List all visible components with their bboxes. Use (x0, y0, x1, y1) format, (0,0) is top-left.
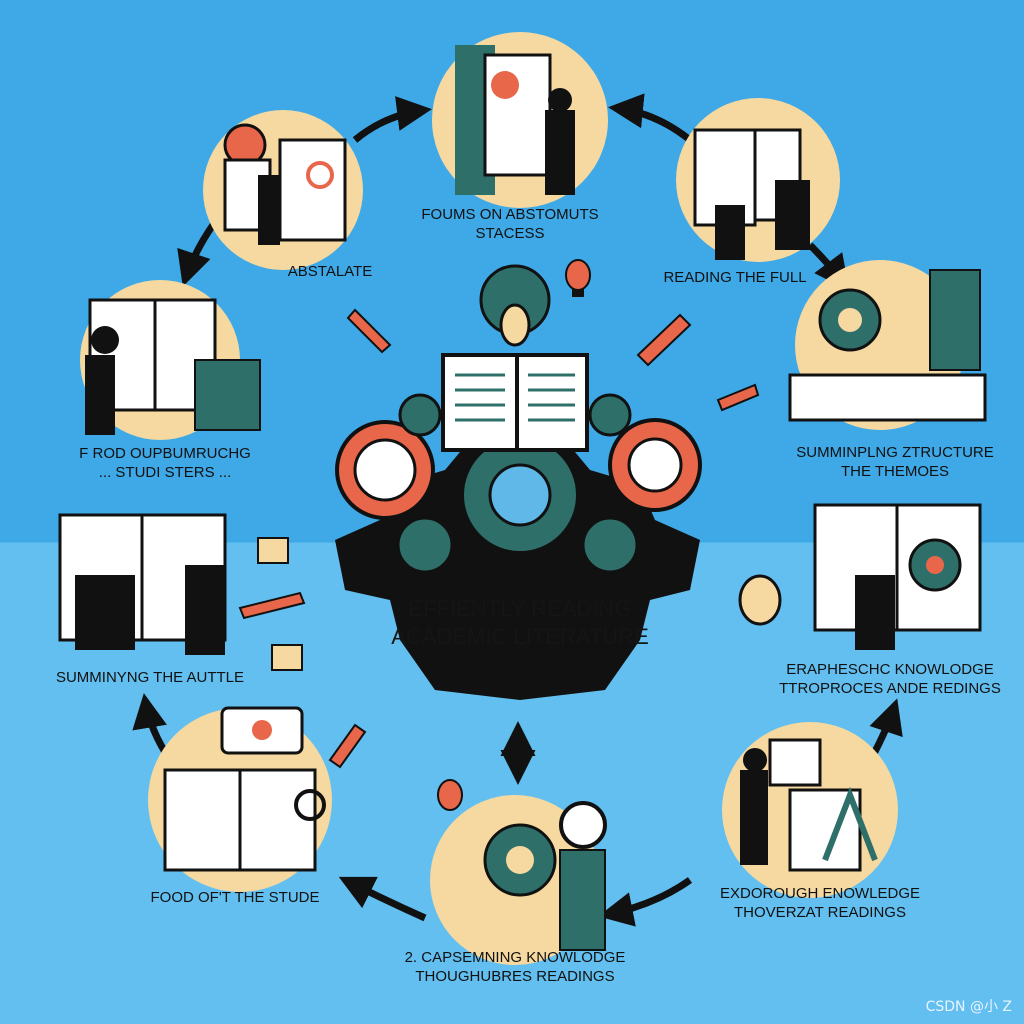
arrow-bottomright-to-bottom (605, 880, 690, 915)
pencil-icon (240, 593, 304, 618)
step-top-left-label: ABSTALATE (270, 262, 390, 281)
step-right-label: SUMMINPLNG ZTRUCTURE THE THEMOES (795, 443, 995, 481)
step-bottom-right-line1: EXDOROUGH ENOWLEDGE (720, 885, 920, 902)
center-title-line2: ACADEMIC LITERATURE (391, 624, 649, 649)
step-right-line2: THE THEMOES (841, 463, 949, 480)
arrow-topright-to-top (615, 108, 690, 140)
center-title-line1: EFFIENTLY READING (409, 596, 632, 621)
step-bottom-line1: 2. CAPSEMNING KNOWLODGE (405, 949, 626, 966)
step-lower-right-illustration (740, 505, 980, 650)
step-lower-left-illustration (60, 515, 302, 670)
step-top-left-line1: ABSTALATE (288, 263, 372, 280)
step-top-right-line1: READING THE FULL (663, 269, 806, 286)
step-lower-right-line1: ERAPHESCHC KNOWLODGE (786, 661, 994, 678)
pencil-icon (718, 385, 758, 410)
step-top-line1: FOUMS ON ABSTOMUTS (421, 206, 598, 223)
step-left-illustration (80, 280, 260, 440)
step-bottom-right-illustration (722, 722, 898, 898)
watermark: CSDN @小 Z (926, 996, 1012, 1016)
top-gear-bulb-icon (481, 266, 549, 345)
step-left-line2: ... STUDI STERS ... (99, 464, 232, 481)
step-top-right-label: READING THE FULL (655, 268, 815, 287)
step-bottom-line2: THOUGHUBRES READINGS (415, 968, 614, 985)
pencil-icon (638, 315, 690, 365)
small-gear-left-icon (398, 518, 452, 572)
pencil-icon (348, 310, 390, 352)
step-lower-left-line1: SUMMINYNG THE AUTTLE (56, 669, 244, 686)
step-top-label: FOUMS ON ABSTOMUTS STACESS (420, 205, 600, 243)
step-bottom-left-illustration (148, 708, 332, 892)
step-right-illustration (790, 260, 985, 430)
small-gear-topleft-icon (400, 395, 440, 435)
lightbulb-icon (566, 260, 590, 297)
step-bottom-illustration (430, 780, 605, 965)
center-title: EFFIENTLY READING ACADEMIC LITERATURE (390, 595, 650, 651)
pencil-icon (330, 725, 365, 767)
arrow-bottom-to-bottomleft (345, 880, 425, 918)
step-lower-right-label: ERAPHESCHC KNOWLODGE TTROPROCES ANDE RED… (770, 660, 1010, 698)
small-gear-topright-icon (590, 395, 630, 435)
step-left-line1: F ROD OUPBUMRUCHG (79, 445, 251, 462)
step-bottom-label: 2. CAPSEMNING KNOWLODGE THOUGHUBRES READ… (395, 948, 635, 986)
step-top-line2: STACESS (476, 225, 545, 242)
step-left-label: F ROD OUPBUMRUCHG ... STUDI STERS ... (60, 444, 270, 482)
step-bottom-left-label: FOOD OF'T THE STUDE (150, 888, 320, 907)
step-bottom-left-line1: FOOD OF'T THE STUDE (151, 889, 320, 906)
step-top-left-illustration (203, 110, 363, 270)
step-bottom-right-label: EXDOROUGH ENOWLEDGE THOVERZAT READINGS (715, 884, 925, 922)
small-gear-right-icon (583, 518, 637, 572)
step-lower-left-label: SUMMINYNG THE AUTTLE (45, 668, 255, 687)
step-lower-right-line2: TTROPROCES ANDE REDINGS (779, 680, 1001, 697)
step-top-right-illustration (676, 98, 840, 262)
step-bottom-right-line2: THOVERZAT READINGS (734, 904, 906, 921)
step-right-line1: SUMMINPLNG ZTRUCTURE (796, 444, 994, 461)
step-top-illustration (432, 32, 608, 208)
open-book-icon (443, 355, 587, 450)
arrow-topleft-to-top (355, 110, 425, 140)
arrow-topleft-to-left (185, 222, 215, 280)
